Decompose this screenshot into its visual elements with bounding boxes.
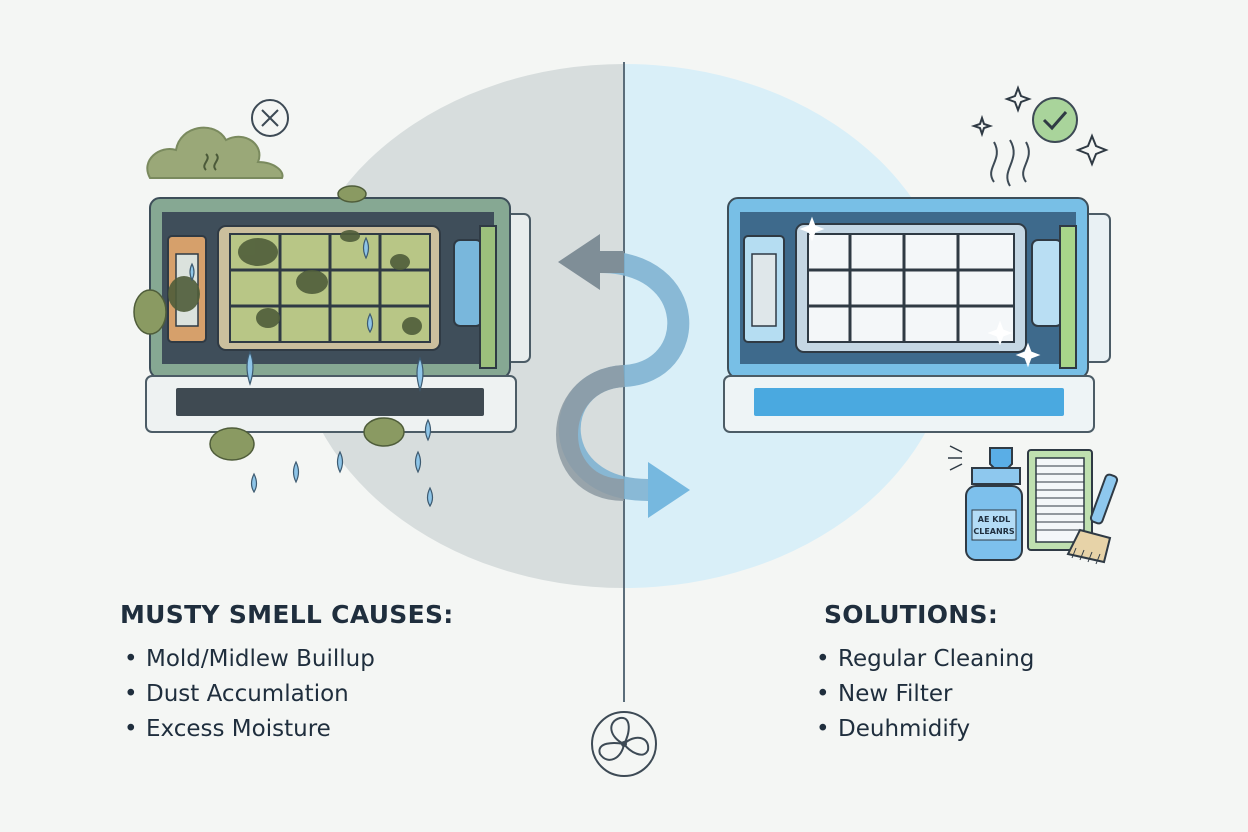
clean-ac-unit: AE KDL CLEANRS xyxy=(723,85,1119,565)
spray-label-line2: CLEANRS xyxy=(973,527,1014,536)
list-item: Excess Moisture xyxy=(124,712,375,747)
check-circle-icon xyxy=(1032,97,1078,143)
list-item: Regular Cleaning xyxy=(816,642,1034,677)
smell-cloud-icon xyxy=(146,126,284,179)
sparkle-icon xyxy=(970,85,1109,167)
fan-icon xyxy=(591,711,657,777)
cycle-arrow-icon xyxy=(556,234,690,518)
fresh-air-waves-icon xyxy=(990,139,1030,187)
list-item: Dust Accumlation xyxy=(124,677,375,712)
list-item: New Filter xyxy=(816,677,1034,712)
x-circle-icon xyxy=(251,99,289,137)
spray-bottle-icon: AE KDL CLEANRS xyxy=(948,445,1023,561)
list-item: Mold/Midlew Buillup xyxy=(124,642,375,677)
dirty-ac-unit xyxy=(133,99,531,508)
replacement-filter-icon xyxy=(1027,449,1093,551)
brush-icon xyxy=(1066,473,1119,565)
causes-heading: MUSTY SMELL CAUSES: xyxy=(120,600,454,629)
solutions-heading: SOLUTIONS: xyxy=(824,600,999,629)
spray-label-line1: AE KDL xyxy=(978,515,1010,524)
solutions-list: Regular Cleaning New Filter Deuhmidify xyxy=(816,642,1034,747)
causes-list: Mold/Midlew Buillup Dust Accumlation Exc… xyxy=(124,642,375,747)
list-item: Deuhmidify xyxy=(816,712,1034,747)
